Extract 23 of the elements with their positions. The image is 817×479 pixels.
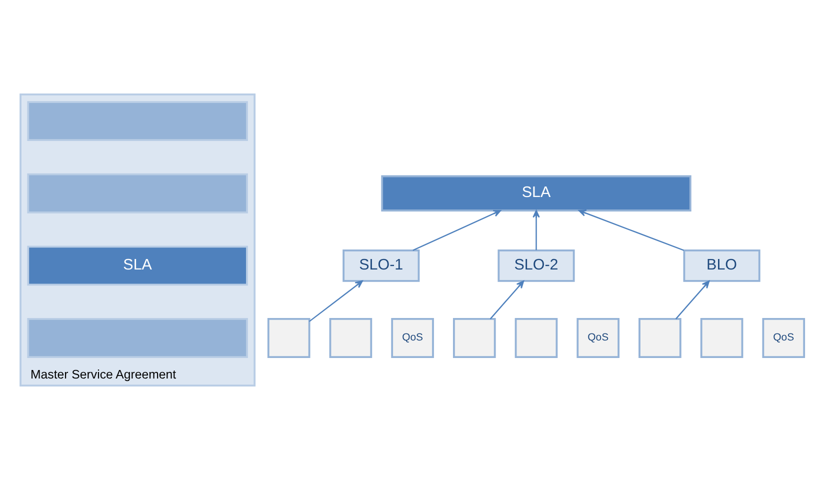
node-box bbox=[700, 318, 744, 358]
node-box bbox=[267, 318, 310, 358]
node-box: SLO-2 bbox=[498, 249, 575, 282]
node-box bbox=[329, 318, 372, 358]
node-box bbox=[27, 172, 248, 213]
node-box: QoS bbox=[391, 318, 434, 358]
arrow bbox=[578, 209, 684, 250]
arrow bbox=[675, 280, 710, 319]
arrow bbox=[532, 210, 540, 250]
node-box bbox=[638, 318, 682, 358]
arrow bbox=[490, 280, 524, 319]
node-box: QoS bbox=[576, 318, 620, 358]
node-box: SLA bbox=[381, 174, 692, 211]
arrow bbox=[308, 280, 363, 322]
node-box bbox=[514, 318, 558, 358]
node-box bbox=[27, 318, 248, 358]
arrow bbox=[412, 209, 502, 250]
node-box bbox=[27, 100, 248, 141]
node-box: SLO-1 bbox=[342, 249, 420, 282]
node-box: SLA bbox=[27, 245, 248, 286]
node-box: BLO bbox=[683, 249, 760, 282]
node-box: QoS bbox=[762, 318, 806, 358]
node-box bbox=[452, 318, 496, 358]
